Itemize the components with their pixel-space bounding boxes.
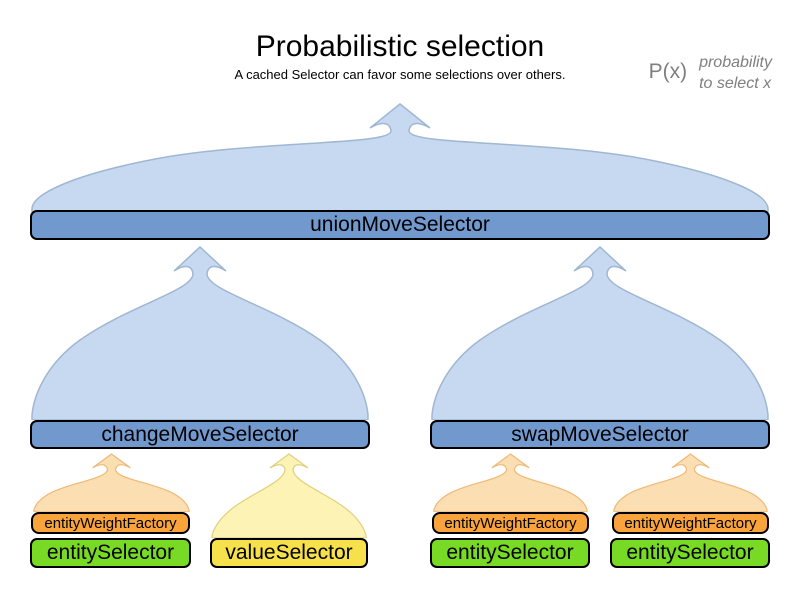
entity-weight-factory-node-1: entityWeightFactory	[31, 512, 190, 534]
funnel-arrow-entity3-to-swap	[613, 453, 768, 512]
page-subtitle: A cached Selector can favor some selecti…	[234, 67, 566, 82]
entity-selector-node-1: entitySelector	[30, 538, 191, 568]
funnel-arrow-entity1-to-change	[33, 453, 190, 512]
entity-selector-node-2: entitySelector	[430, 538, 590, 568]
probability-symbol: P(x)	[648, 60, 688, 83]
probability-note-line1: probability	[699, 54, 772, 71]
funnel-arrow-value-to-change	[211, 453, 367, 538]
probability-legend: P(x) probability to select x	[649, 52, 772, 94]
entity-selector-node-3: entitySelector	[610, 538, 770, 568]
funnel-arrow-change-to-union	[31, 245, 369, 420]
probability-note: probability to select x	[699, 52, 772, 94]
funnel-arrow-entity2-to-swap	[433, 453, 588, 512]
change-move-selector-node: changeMoveSelector	[30, 420, 370, 449]
value-selector-node: valueSelector	[210, 538, 368, 568]
union-move-selector-node: unionMoveSelector	[30, 210, 770, 240]
entity-weight-factory-node-2: entityWeightFactory	[432, 512, 589, 534]
probability-note-line2: to select x	[699, 75, 772, 92]
funnel-arrow-to-union	[31, 103, 769, 212]
swap-move-selector-node: swapMoveSelector	[430, 420, 770, 449]
funnel-arrow-swap-to-union	[431, 245, 769, 420]
page-title: Probabilistic selection	[255, 30, 545, 63]
entity-weight-factory-node-3: entityWeightFactory	[612, 512, 769, 534]
